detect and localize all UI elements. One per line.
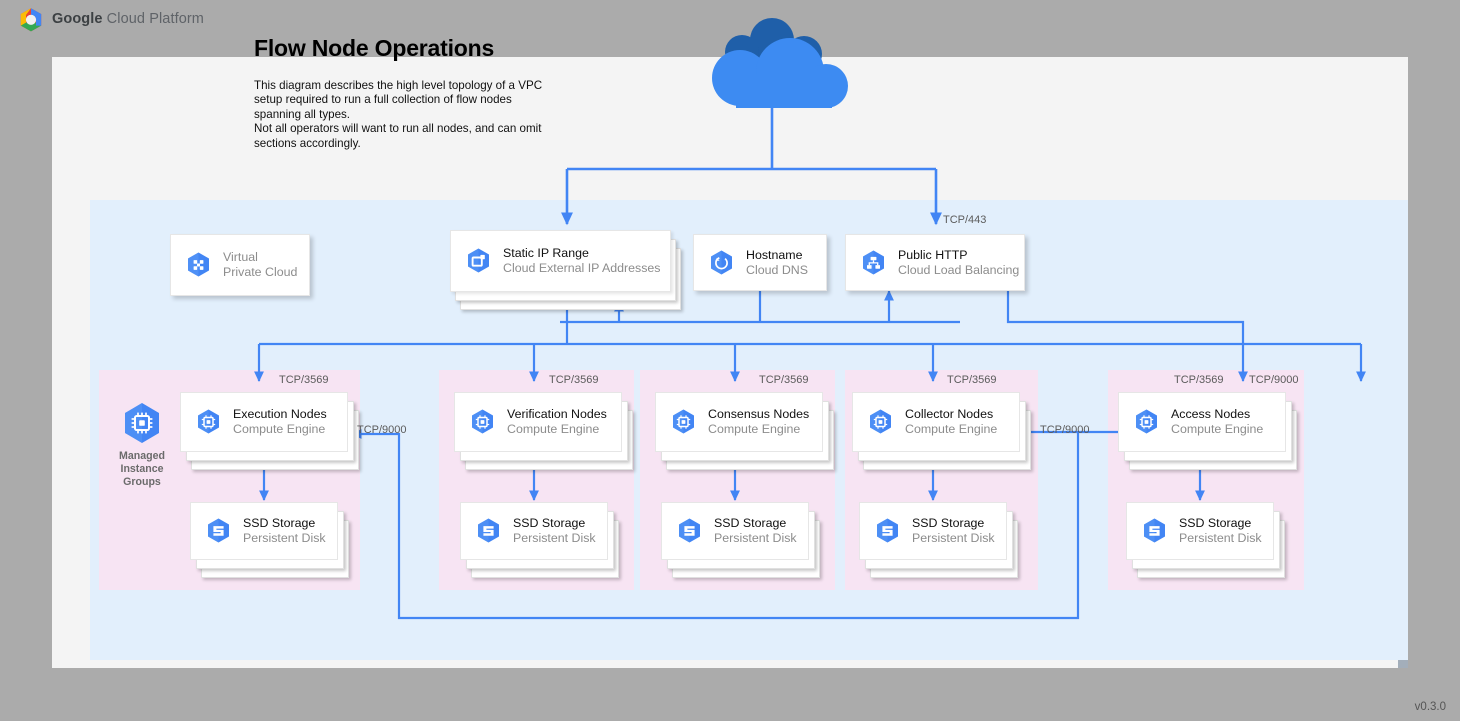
card-virtual-private-cloud[interactable]: Virtual Private Cloud [170,234,310,296]
label-tcp9000-access-extra: TCP/9000 [1249,374,1299,386]
persistent-disk-icon [873,517,902,546]
card-title: Static IP Range [503,246,589,260]
card-text: SSD Storage Persistent Disk [714,516,797,546]
cloud-dns-icon [707,248,736,277]
card-subtitle: Compute Engine [708,422,801,436]
label-tcp3569-execution: TCP/3569 [279,374,329,386]
card-text: Consensus Nodes Compute Engine [708,407,809,437]
card-subtitle: Persistent Disk [243,531,326,545]
card-verification-nodes[interactable]: Verification Nodes Compute Engine [454,392,622,452]
compute-engine-icon [194,408,223,437]
card-text: SSD Storage Persistent Disk [912,516,995,546]
card-title: Execution Nodes [233,407,327,421]
card-text: Public HTTP Cloud Load Balancing [898,248,1019,278]
card-hostname[interactable]: Hostname Cloud DNS [693,234,827,291]
card-static-ip-range[interactable]: Static IP Range Cloud External IP Addres… [450,230,671,292]
label-tcp9000-execution: TCP/9000 [357,424,407,436]
brand-cloud-platform: Cloud Platform [102,11,204,27]
card-ssd-storage-access[interactable]: SSD Storage Persistent Disk [1126,502,1274,560]
card-execution-nodes[interactable]: Execution Nodes Compute Engine [180,392,348,452]
persistent-disk-icon [675,517,704,546]
cloud-load-balancing-icon [859,248,888,277]
card-ssd-storage-collector[interactable]: SSD Storage Persistent Disk [859,502,1007,560]
compute-engine-icon [1132,408,1161,437]
card-subtitle: Cloud Load Balancing [898,262,1020,277]
card-subtitle: Persistent Disk [714,531,797,545]
label-tcp3569-collector: TCP/3569 [947,374,997,386]
label-tcp3569-access: TCP/3569 [1174,374,1224,386]
card-text: SSD Storage Persistent Disk [1179,516,1262,546]
card-title: SSD Storage [912,516,985,530]
card-subtitle: Persistent Disk [513,531,596,545]
persistent-disk-icon [1140,517,1169,546]
card-subtitle: Compute Engine [1171,422,1264,436]
card-title: Hostname [746,247,803,262]
card-text: Verification Nodes Compute Engine [507,407,607,437]
card-title: Virtual [223,250,258,264]
card-title: Public HTTP [898,247,968,262]
virtual-private-cloud-icon [184,251,213,280]
card-subtitle: Cloud External IP Addresses [503,261,661,275]
page-title: Flow Node Operations [254,35,495,61]
page-description: This diagram describes the high level to… [254,79,543,150]
persistent-disk-icon [474,517,503,546]
card-subtitle: Persistent Disk [1179,531,1262,545]
label-tcp3569-verification: TCP/3569 [549,374,599,386]
card-title: Collector Nodes [905,407,994,421]
card-ssd-storage-verification[interactable]: SSD Storage Persistent Disk [460,502,608,560]
card-subtitle: Persistent Disk [912,531,995,545]
card-text: Access Nodes Compute Engine [1171,407,1263,437]
card-text: Virtual Private Cloud [223,250,297,280]
version-label: v0.3.0 [1414,701,1446,713]
card-subtitle: Compute Engine [905,422,998,436]
label-tcp9000-collector: TCP/9000 [1040,424,1090,436]
card-title: SSD Storage [513,516,586,530]
card-consensus-nodes[interactable]: Consensus Nodes Compute Engine [655,392,823,452]
card-title: SSD Storage [243,516,316,530]
managed-instance-groups-icon [119,400,165,446]
card-title: Consensus Nodes [708,407,810,421]
card-subtitle: Compute Engine [233,422,326,436]
card-public-http[interactable]: Public HTTP Cloud Load Balancing [845,234,1025,291]
brand-title: Google Cloud Platform [52,11,204,27]
google-cloud-platform-logo-icon [16,6,46,36]
card-subtitle: Private Cloud [223,265,298,279]
brand-google: Google [52,11,103,27]
card-subtitle: Compute Engine [507,422,600,436]
card-text: SSD Storage Persistent Disk [243,516,326,546]
card-ssd-storage-execution[interactable]: SSD Storage Persistent Disk [190,502,338,560]
card-ssd-storage-consensus[interactable]: SSD Storage Persistent Disk [661,502,809,560]
card-text: Hostname Cloud DNS [746,248,808,278]
cloud-external-ip-addresses-icon [464,247,493,276]
card-subtitle: Cloud DNS [746,262,808,277]
card-title: SSD Storage [714,516,787,530]
label-tcp443-load-balancer: TCP/443 [943,214,987,226]
card-title: SSD Storage [1179,516,1252,530]
card-title: Access Nodes [1171,407,1251,421]
compute-engine-icon [468,408,497,437]
persistent-disk-icon [204,517,233,546]
cloud-icon [680,18,864,110]
card-collector-nodes[interactable]: Collector Nodes Compute Engine [852,392,1020,452]
card-title: Verification Nodes [507,407,607,421]
label-tcp3569-consensus: TCP/3569 [759,374,809,386]
card-text: Collector Nodes Compute Engine [905,407,997,437]
card-text: Execution Nodes Compute Engine [233,407,327,437]
compute-engine-icon [669,408,698,437]
card-access-nodes[interactable]: Access Nodes Compute Engine [1118,392,1286,452]
card-text: SSD Storage Persistent Disk [513,516,596,546]
card-text: Static IP Range Cloud External IP Addres… [503,246,661,276]
compute-engine-icon [866,408,895,437]
